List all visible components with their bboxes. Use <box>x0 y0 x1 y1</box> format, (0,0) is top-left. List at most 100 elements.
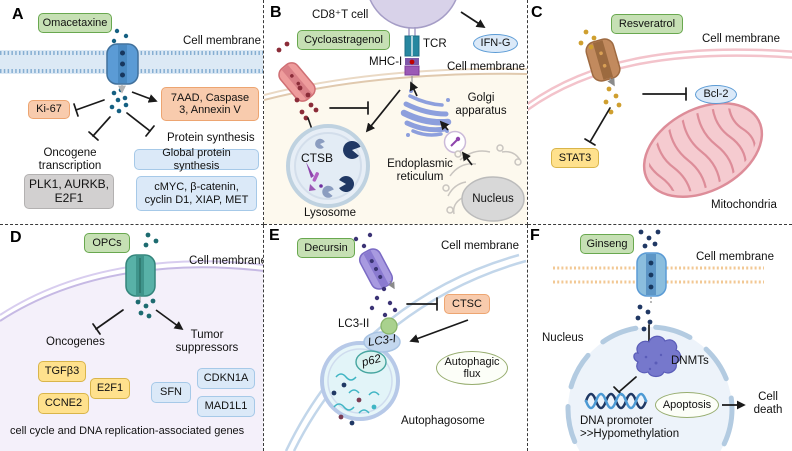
release-arrow <box>607 77 615 87</box>
drug-molecule-dots <box>109 28 129 114</box>
inhibit-arrow-bcl2 <box>642 87 687 101</box>
dna-helix-icon <box>584 392 648 410</box>
mitochondria-icon <box>641 101 764 209</box>
cell-membrane-label: Cell membrane <box>696 251 774 263</box>
p62-vesicle <box>355 350 387 374</box>
cell-membrane-label: Cell membrane <box>447 61 525 73</box>
resveratrol-box: Resveratrol <box>611 14 683 34</box>
mhc1-label: MHC-I <box>369 56 403 68</box>
transport-vesicle-icon <box>443 130 467 154</box>
panel-b-letter: B <box>270 4 282 21</box>
autophagosome-label: Autophagosome <box>401 415 485 427</box>
apoptosis-badge: Apoptosis <box>655 392 719 418</box>
drug-molecule-dots <box>578 29 622 115</box>
panel-d-letter: D <box>10 229 22 246</box>
inhibit-arrow-mhc-transport <box>329 101 369 115</box>
lc3ii-label: LC3-II <box>338 318 370 330</box>
ctsb-label: CTSB <box>300 151 333 165</box>
lysosome-label: Lysosome <box>304 207 356 219</box>
drug-molecule-dots <box>353 232 398 318</box>
channel-protein-icon <box>106 43 139 85</box>
endoplasmic-reticulum-icon <box>442 144 522 215</box>
activate-arrow-apoptosis <box>131 91 158 103</box>
ccne2-box: CCNE2 <box>38 393 89 414</box>
bcl2-badge: Bcl-2 <box>695 85 737 104</box>
cd8-t-cell-label: CD8⁺T cell <box>312 9 369 21</box>
golgi-label: Golgi apparatus <box>455 92 507 117</box>
opcs-box: OPCs <box>84 233 130 253</box>
panel-f-letter: F <box>530 227 540 244</box>
inhibit-arrow-oncogene <box>88 116 111 141</box>
inhibit-arrow-ki67 <box>73 99 105 117</box>
hypomethylation-label: >>Hypomethylation <box>580 428 680 440</box>
inhibit-arrow-stat3 <box>584 107 611 146</box>
omacetaxine-box: Omacetaxine <box>38 13 112 33</box>
arrow-tcell-ifng <box>460 11 486 28</box>
oncogene-genes-box: PLK1, AURKB, E2F1 <box>24 174 114 209</box>
panel-e-letter: E <box>269 227 280 244</box>
panel-f-graphics <box>553 229 764 451</box>
nucleus-icon <box>461 176 525 222</box>
inhibit-arrow-protein <box>126 112 155 137</box>
drug-molecule-dots <box>135 232 159 319</box>
autophagic-flux-badge: Autophagic flux <box>436 351 508 385</box>
drug-molecule-dots <box>276 41 319 121</box>
tcr-mhc-complex-icon <box>404 35 420 91</box>
protein-synthesis-label: Protein synthesis <box>167 132 255 144</box>
panel-d-caption: cell cycle and DNA replication-associate… <box>10 425 245 437</box>
panel-b: B CD8⁺T cell Cycloastragenol TCR MHC-I I… <box>264 0 528 225</box>
cell-death-label: Cell death <box>753 391 783 416</box>
channel-protein-icon <box>636 252 667 303</box>
tgfb3-box: TGFβ3 <box>38 361 86 382</box>
decursin-box: Decursin <box>297 238 355 258</box>
panel-e: E Decursin Cell membrane CTSC LC3-II LC3… <box>264 225 528 451</box>
cell-membrane-label: Cell membrane <box>183 35 261 47</box>
cell-membrane-arc <box>528 48 792 112</box>
arrow-er-to-vesicle <box>461 151 473 166</box>
ctsc-box: CTSC <box>444 294 490 314</box>
panel-c-letter: C <box>531 4 543 21</box>
e2f1-box: E2F1 <box>90 378 130 399</box>
dna-promoter-label: DNA promoter <box>580 415 653 427</box>
stat3-box: STAT3 <box>551 148 599 168</box>
oncogenes-label: Oncogenes <box>46 336 105 348</box>
ifng-badge: IFN-G <box>473 34 518 53</box>
channel-protein-icon <box>125 254 156 302</box>
release-arrow <box>388 280 395 290</box>
panel-a: A Omacetaxine Cell membrane Ki-67 7AAD, … <box>0 0 264 225</box>
dnmts-label: DNMTs <box>671 355 709 367</box>
arrow-golgi-to-mhc <box>409 81 419 97</box>
inhibit-arrow-ctsc <box>406 297 438 311</box>
tumor-suppressors-label: Tumor suppressors <box>175 329 239 354</box>
cdkn1a-box: CDKN1A <box>197 368 255 389</box>
cargo-squiggles <box>333 373 380 414</box>
panel-c: C Resveratrol Cell membrane Bcl-2 STAT3 … <box>528 0 792 225</box>
apoptosis-markers-box: 7AAD, Caspase 3, Annexin V <box>161 87 259 121</box>
panel-e-graphics <box>284 232 527 451</box>
nucleus-shape <box>568 327 732 451</box>
global-protein-box: Global protein synthesis <box>134 147 259 172</box>
dnmts-blob-icon <box>633 335 682 378</box>
protein-targets-box: cMYC, β-catenin, cyclin D1, XIAP, MET <box>136 176 257 211</box>
tcr-label: TCR <box>423 38 447 50</box>
mitochondria-label: Mitochondria <box>711 199 777 211</box>
panel-c-graphics <box>528 29 792 209</box>
channel-protein-icon <box>358 248 394 290</box>
arrow-ctsc-to-lc3 <box>409 319 469 343</box>
drug-molecule-dots <box>635 229 661 332</box>
ginseng-box: Ginseng <box>580 234 634 254</box>
cargo-dots <box>331 382 377 426</box>
activate-arrow-suppressors <box>155 309 184 331</box>
er-label: Endoplasmic reticulum <box>387 158 453 183</box>
cd8-t-cell-shape <box>369 0 457 38</box>
channel-protein-icon <box>585 38 621 82</box>
panel-a-letter: A <box>12 6 24 23</box>
oncogene-transcription-label: Oncogene transcription <box>38 147 102 172</box>
arrow-mhc-to-lysosome <box>365 89 401 133</box>
lc3ii-dot <box>380 317 398 335</box>
mad1l1-box: MAD1L1 <box>197 396 255 417</box>
sfn-box: SFN <box>151 382 191 403</box>
lc3i-vesicle <box>363 331 401 353</box>
cell-membrane-label: Cell membrane <box>441 240 519 252</box>
nucleus-label: Nucleus <box>472 193 514 205</box>
